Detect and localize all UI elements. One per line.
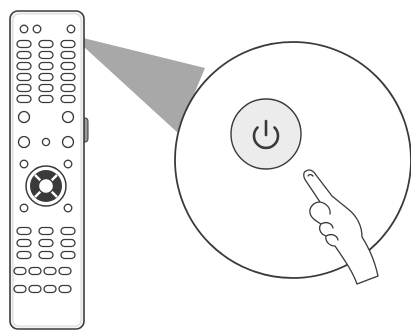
remote-button: [16, 72, 32, 82]
remote-button: [61, 110, 75, 124]
remote-button: [60, 94, 76, 104]
remote-button: [16, 61, 32, 71]
remote-button: [28, 266, 42, 276]
remote-button: [38, 50, 54, 60]
remote-button: [60, 72, 76, 82]
zoom-callout-circle: [174, 41, 411, 279]
remote-button: [16, 94, 32, 104]
remote-button: [38, 72, 54, 82]
remote-button: [38, 94, 54, 104]
remote-power-button: [66, 24, 76, 34]
remote-button: [60, 50, 76, 60]
remote-button: [58, 266, 72, 276]
remote-button: [63, 159, 73, 169]
power-icon: [252, 119, 280, 150]
remote-button: [60, 250, 76, 260]
remote-button: [43, 284, 57, 294]
remote-button: [16, 226, 32, 236]
remote-button: [58, 284, 72, 294]
remote-button: [16, 39, 32, 49]
remote-button: [16, 50, 32, 60]
remote-button: [61, 135, 75, 149]
dpad-center-button: [37, 177, 55, 195]
remote-button: [13, 266, 27, 276]
remote-button: [38, 83, 54, 93]
remote-button: [63, 203, 73, 213]
remote-button: [19, 159, 29, 169]
remote-button: [38, 226, 54, 236]
remote-button: [16, 83, 32, 93]
remote-button: [60, 83, 76, 93]
remote-button: [19, 24, 29, 34]
remote-button: [60, 238, 76, 248]
remote-button: [43, 266, 57, 276]
remote-button: [13, 284, 27, 294]
power-button: [230, 98, 302, 170]
remote-button: [16, 250, 32, 260]
remote-button: [38, 250, 54, 260]
remote-button: [28, 284, 42, 294]
pointing-hand-icon: [303, 169, 379, 285]
remote-button: [38, 39, 54, 49]
remote-button: [17, 110, 31, 124]
remote-button: [41, 137, 51, 147]
remote-button: [38, 238, 54, 248]
remote-button: [16, 238, 32, 248]
remote-button: [32, 24, 42, 34]
remote-dpad: [25, 165, 67, 207]
remote-button: [60, 61, 76, 71]
remote-button: [38, 61, 54, 71]
callout-beam: [79, 37, 205, 133]
remote-button: [17, 135, 31, 149]
remote-button: [60, 226, 76, 236]
remote-button: [60, 39, 76, 49]
remote-button: [19, 203, 29, 213]
